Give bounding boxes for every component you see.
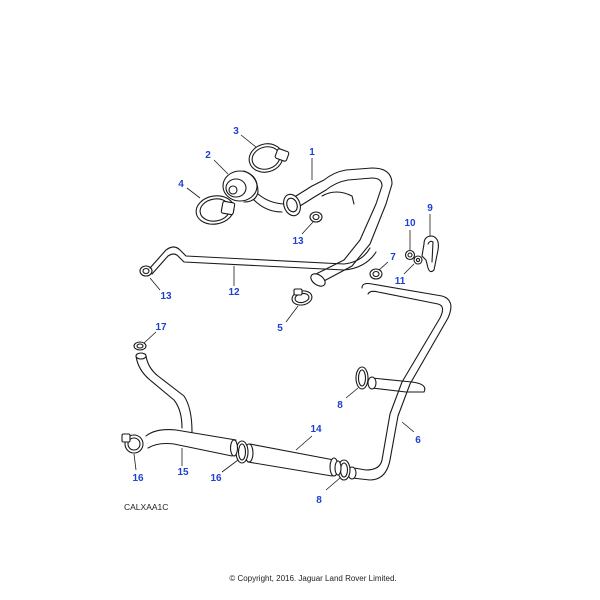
callout-8-lower: 8 [316, 495, 322, 506]
callout-9: 9 [427, 203, 433, 214]
callout-4: 4 [178, 179, 184, 190]
callout-11: 11 [395, 276, 406, 287]
callout-13-upper: 13 [292, 236, 304, 247]
thermostat-housing-part-2 [222, 170, 259, 203]
hose-clip-part-5 [291, 288, 313, 306]
callout-15: 15 [177, 467, 189, 478]
hose-stub [253, 193, 301, 217]
callout-8-upper: 8 [337, 400, 343, 411]
diagram-code: CALXAA1C [124, 502, 168, 512]
callout-10: 10 [404, 218, 416, 229]
middle-pipe-part-14 [244, 443, 342, 477]
callout-1: 1 [309, 147, 315, 158]
callout-12: 12 [228, 287, 240, 298]
callout-6: 6 [415, 435, 421, 446]
callout-16-left: 16 [132, 473, 144, 484]
leader-lines [133, 134, 431, 491]
clip-part-16-middle [235, 440, 249, 464]
washer-part-11 [413, 255, 423, 265]
callout-3: 3 [233, 126, 239, 137]
callout-2: 2 [205, 150, 211, 161]
clip-part-7 [369, 268, 383, 280]
callout-14: 14 [310, 424, 322, 435]
hose-clip-part-3 [248, 143, 290, 173]
lower-hose-part-6 [347, 282, 452, 481]
callout-7: 7 [390, 252, 396, 263]
nut-part-10 [404, 249, 416, 261]
callouts: 1 2 3 4 5 6 7 8 8 9 10 11 12 13 13 14 15… [132, 126, 433, 506]
hose-clip-part-4 [195, 195, 236, 225]
callout-13-left: 13 [160, 291, 172, 302]
callout-16-middle: 16 [210, 473, 222, 484]
bracket-part-9 [421, 235, 439, 273]
left-hose-part-15 [135, 352, 239, 457]
callout-17: 17 [155, 322, 167, 333]
copyright-notice: © Copyright, 2016. Jaguar Land Rover Lim… [229, 574, 396, 583]
bleed-pipe-part-12 [149, 246, 377, 275]
clip-part-17 [133, 341, 147, 351]
clip-part-8-upper [355, 366, 369, 390]
clip-part-13-left [139, 265, 153, 277]
clip-part-13-upper [309, 211, 323, 223]
upper-hose-part-1 [295, 167, 393, 287]
callout-5: 5 [277, 323, 283, 334]
clip-part-16-left [121, 433, 144, 454]
